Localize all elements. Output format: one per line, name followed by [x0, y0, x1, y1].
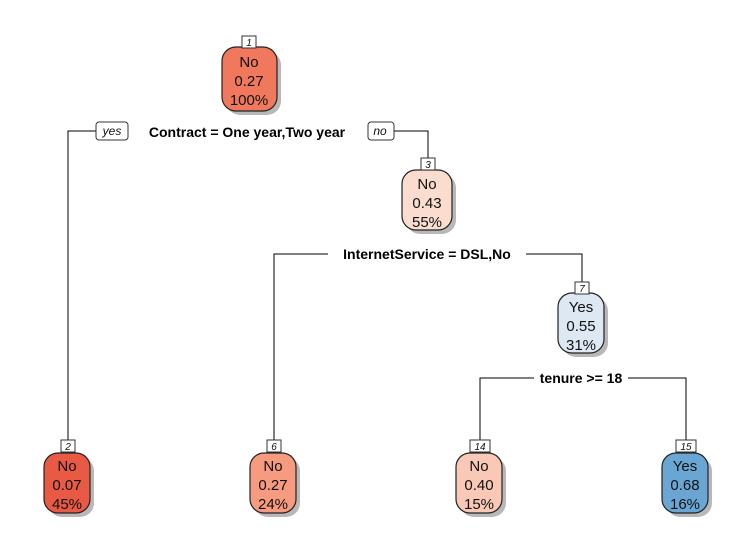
node-15-prob: 0.68: [670, 477, 699, 494]
node-14-pct: 15%: [464, 496, 494, 513]
node-1-prob: 0.27: [234, 73, 263, 90]
node-14-box: [455, 452, 503, 514]
node-3-prob: 0.43: [412, 195, 441, 212]
node-6-box: [249, 452, 297, 514]
node-7-id: 7: [579, 284, 585, 295]
branch-no-label: no: [373, 124, 387, 138]
node-7-pct: 31%: [566, 337, 596, 354]
edge-7-15: [626, 377, 687, 440]
node-2-id: 2: [64, 442, 71, 453]
tree-node-6: 6 No 0.27 24%: [249, 439, 300, 517]
node-15-class: Yes: [673, 458, 697, 475]
tree-node-3: 3 No 0.43 55%: [401, 157, 456, 234]
split-labels: Contract = One year,Two year InternetSer…: [132, 121, 628, 388]
split-label-tenure: tenure >= 18: [540, 370, 623, 386]
node-1-id: 1: [246, 38, 252, 49]
edge-1-3: [392, 130, 429, 158]
node-15-box: [661, 452, 709, 514]
tree-node-15: 15 Yes 0.68 16%: [661, 439, 712, 517]
node-6-pct: 24%: [258, 496, 288, 513]
branch-yes-tag: yes: [95, 121, 129, 141]
node-6-class: No: [263, 458, 282, 475]
tree-edges: [67, 130, 687, 440]
node-1-pct: 100%: [230, 92, 268, 109]
node-14-prob: 0.40: [464, 477, 493, 494]
node-6-id: 6: [271, 442, 277, 453]
node-2-class: No: [57, 458, 76, 475]
node-15-pct: 16%: [670, 496, 700, 513]
node-7-class: Yes: [569, 299, 593, 316]
node-14-id: 14: [474, 442, 486, 453]
tree-node-7: 7 Yes 0.55 31%: [557, 281, 608, 357]
tree-node-2: 2 No 0.07 45%: [43, 439, 94, 517]
branch-yes-label: yes: [102, 124, 122, 138]
node-15-id: 15: [680, 442, 692, 453]
edge-3-7: [524, 253, 583, 282]
edge-1-2: [67, 130, 96, 440]
node-2-pct: 45%: [52, 496, 82, 513]
tree-node-14: 14 No 0.40 15%: [455, 439, 506, 517]
node-3-pct: 55%: [412, 214, 442, 231]
node-14-class: No: [469, 458, 488, 475]
split-label-internet-service: InternetService = DSL,No: [343, 246, 511, 262]
split-label-contract: Contract = One year,Two year: [149, 124, 346, 140]
node-2-box: [43, 452, 91, 514]
node-6-prob: 0.27: [258, 477, 287, 494]
branch-no-tag: no: [367, 121, 395, 141]
node-3-id: 3: [425, 160, 431, 171]
node-3-class: No: [417, 176, 436, 193]
tree-node-1: 1 No 0.27 100%: [221, 35, 281, 115]
node-7-prob: 0.55: [566, 318, 595, 335]
node-1-class: No: [239, 54, 258, 71]
edge-7-14: [479, 377, 536, 440]
node-2-prob: 0.07: [52, 477, 81, 494]
edge-3-6: [273, 253, 330, 440]
